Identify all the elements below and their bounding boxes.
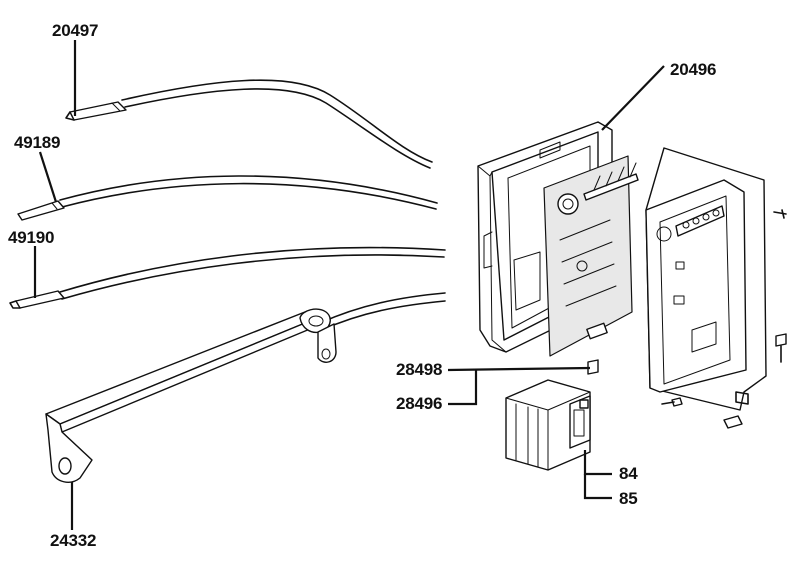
part-label-28498: 28498 [396,360,443,379]
part-label-20497: 20497 [52,21,99,40]
part-label-49190: 49190 [8,228,55,247]
sensor-cable-49189 [17,175,438,221]
cover-plate [645,147,767,411]
circuit-board [543,155,639,357]
sensor-cable-20497 [65,79,433,169]
sensor-cable-49190 [9,246,446,309]
relay-socket-84 [505,379,591,471]
mounting-screws [587,209,787,429]
part-label-28496: 28496 [396,394,443,413]
mounting-bracket-24332 [45,292,446,483]
leader-lines [33,40,665,530]
part-label-49189: 49189 [14,133,61,152]
part-label-20496: 20496 [670,60,717,79]
part-label-24332: 24332 [50,531,97,550]
part-label-85: 85 [619,489,638,508]
part-label-84: 84 [619,464,638,483]
